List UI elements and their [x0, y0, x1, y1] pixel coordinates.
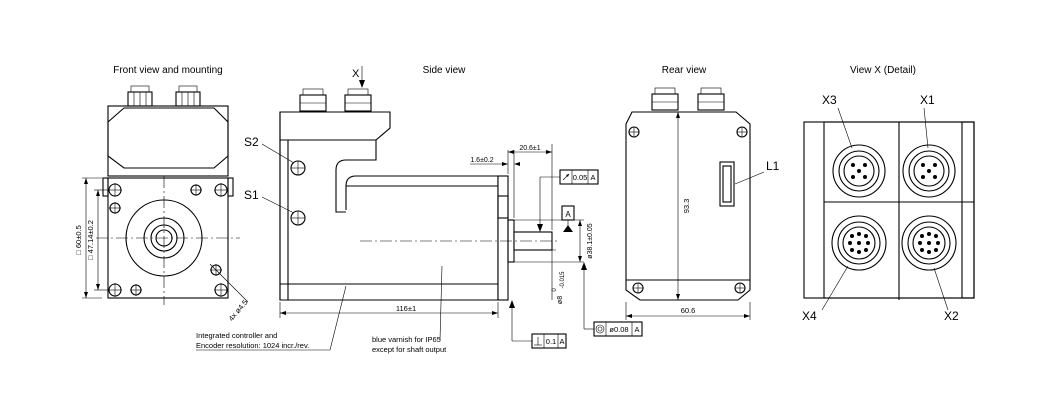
side-flange	[497, 175, 509, 301]
dim-20-6: 20.6±1	[519, 145, 540, 152]
rear-screw-tl	[628, 126, 640, 138]
front-view-title: Front view and mounting	[113, 65, 223, 76]
rear-view-title: Rear view	[662, 65, 707, 76]
note-varnish-line2: except for shaft output	[372, 345, 447, 354]
mounting-hole-bl	[108, 283, 122, 297]
switch-s2	[290, 160, 306, 176]
rear-connector-2	[697, 87, 725, 111]
connector-x4	[831, 215, 887, 271]
runout-ref: A	[590, 173, 595, 182]
dim-1-6: 1.6±0.2	[470, 157, 493, 164]
dim-93-3: 93.3	[682, 199, 691, 214]
s2-label: S2	[244, 135, 259, 149]
dim-square-47: □ 47.14±0.2	[86, 220, 95, 260]
front-controller-housing	[107, 107, 229, 169]
perpendicularity-tolerance-frame: 0.1 A	[509, 300, 567, 349]
dim-8: ø8	[557, 296, 564, 304]
rear-housing	[625, 111, 751, 301]
x2-label: X2	[944, 309, 959, 323]
note-varnish-line1: blue varnish for IP65	[372, 335, 441, 344]
x-arrow-label: X	[352, 68, 360, 80]
side-controller-housing	[279, 111, 391, 141]
dim-8-tol-lower: -0.015	[560, 271, 566, 289]
coax-value: ø0.08	[609, 325, 628, 334]
l1-label: L1	[766, 159, 780, 173]
detail-view: X3 X1 X4 X2	[802, 93, 975, 323]
side-view-title: Side view	[423, 65, 467, 76]
mounting-hole-ml	[109, 202, 121, 214]
datum-a-label: A	[565, 210, 571, 219]
rear-view: L1 93.3 60.6	[625, 87, 780, 320]
detail-view-title: View X (Detail)	[850, 65, 916, 76]
coax-ref: A	[634, 325, 639, 334]
led-l1	[719, 161, 735, 207]
dim-38-1: ø38.1±0.05	[587, 223, 594, 258]
dim-holes: 4x ø4.5	[227, 298, 250, 323]
connector-x1	[902, 144, 956, 198]
dim-116: 116±1	[396, 304, 416, 313]
rear-screw-tr	[736, 126, 748, 138]
mounting-hole-bl2	[130, 284, 142, 296]
connector-x3	[832, 144, 886, 198]
rear-screw-br	[734, 282, 746, 294]
x1-label: X1	[920, 93, 935, 107]
rear-connector-1	[651, 87, 679, 111]
front-connector-left	[127, 85, 153, 107]
x3-label: X3	[822, 93, 837, 107]
rear-screw-bl	[632, 282, 644, 294]
dim-square-60: □ 60±0.5	[74, 225, 83, 255]
connector-x2	[901, 215, 957, 271]
x4-label: X4	[802, 309, 817, 323]
s1-label: S1	[244, 188, 259, 202]
mounting-hole-tr2	[190, 184, 202, 196]
mounting-hole-tl	[108, 183, 122, 197]
front-connector-right	[175, 85, 201, 107]
dim-60-6: 60.6	[681, 306, 696, 315]
mounting-hole-br	[214, 283, 228, 297]
side-connector-2	[344, 88, 372, 112]
side-connector-1	[299, 88, 327, 112]
dim-8-tol-upper: 0	[552, 288, 558, 292]
perp-ref: A	[559, 337, 564, 346]
detail-housing	[803, 121, 975, 299]
datum-a: A	[561, 205, 575, 232]
coaxiality-tolerance-frame: ø0.08 A	[581, 262, 643, 337]
runout-tolerance-frame: 0.05 A	[537, 169, 599, 232]
switch-s1	[290, 210, 306, 226]
runout-value: 0.05	[573, 173, 588, 182]
front-view: □ 60±0.5 □ 47.14±0.2 4x ø4.5	[74, 85, 250, 323]
mounting-hole-tr	[214, 183, 228, 197]
perp-value: 0.1	[546, 337, 556, 346]
side-view: X S2 S1	[196, 66, 643, 354]
note-controller-line1: Integrated controller and	[196, 331, 277, 340]
note-controller-line2: Encoder resolution: 1024 incr./rev.	[196, 341, 309, 350]
